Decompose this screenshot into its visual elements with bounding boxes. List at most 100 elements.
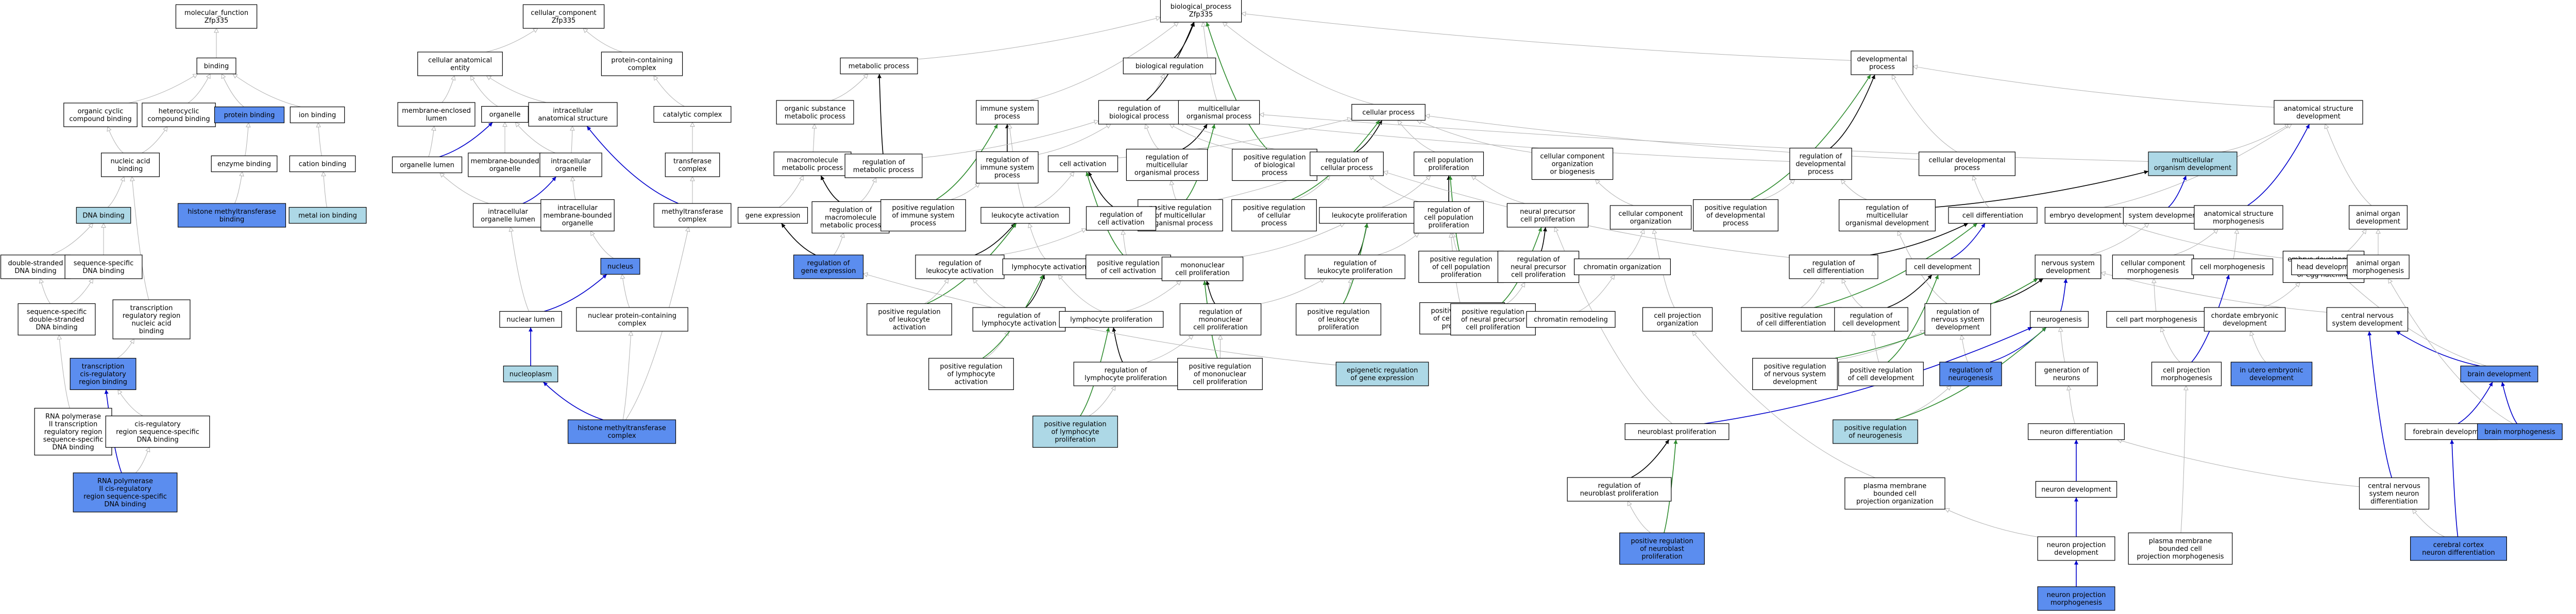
go-term-node-brain-morphogenesis[interactable]: brain morphogenesis xyxy=(2477,423,2563,440)
go-term-node-protein-binding[interactable]: protein binding xyxy=(214,106,285,124)
go-term-node-enzyme-binding[interactable]: enzyme binding xyxy=(211,155,278,173)
go-term-node-chromatin-remodeling[interactable]: chromatin remodeling xyxy=(1526,311,1616,328)
go-term-node-cell-morphogenesis[interactable]: cell morphogenesis xyxy=(2191,258,2274,276)
go-term-node-cell-part-morph[interactable]: cell part morphogenesis xyxy=(2106,311,2207,328)
go-term-node-lymphocyte-activation[interactable]: lymphocyte activation xyxy=(1002,258,1096,276)
go-term-node-cell-development[interactable]: cell development xyxy=(1906,258,1980,276)
go-term-node-leukocyte-activation[interactable]: leukocyte activation xyxy=(980,207,1070,224)
go-term-node-catalytic-complex[interactable]: catalytic complex xyxy=(653,106,732,123)
go-term-node-leukocyte-prolif[interactable]: leukocyte proliferation xyxy=(1319,207,1420,224)
go-term-node-lymphocyte-prolif[interactable]: lymphocyte proliferation xyxy=(1059,311,1164,328)
go-term-node-system-dev[interactable]: system development xyxy=(2123,207,2205,224)
go-term-node-cell-activation[interactable]: cell activation xyxy=(1047,155,1118,173)
go-term-node-cation-binding[interactable]: cation binding xyxy=(289,155,356,173)
go-term-node-brain-dev[interactable]: brain development xyxy=(2460,365,2538,383)
go-term-node-neuron-differentiation[interactable]: neuron differentiation xyxy=(2028,423,2125,440)
go-term-node-cellular-process[interactable]: cellular process xyxy=(1351,104,1426,121)
go-term-node-metabolic-process[interactable]: metabolic process xyxy=(840,57,918,75)
go-term-node-neuroblast-prolif[interactable]: neuroblast proliferation xyxy=(1624,423,1730,440)
go-term-node-neurogenesis[interactable]: neurogenesis xyxy=(2030,311,2089,328)
go-term-node-metal-ion[interactable]: metal ion binding xyxy=(289,207,367,224)
go-term-node-binding[interactable]: binding xyxy=(196,57,236,75)
go-term-node-nuclear-lumen[interactable]: nuclear lumen xyxy=(499,311,562,328)
go-term-node-neuron-development[interactable]: neuron development xyxy=(2035,481,2117,498)
go-term-node-cell-differentiation[interactable]: cell differentiation xyxy=(1948,207,2038,224)
go-term-node-biological-regulation[interactable]: biological regulation xyxy=(1123,57,1216,75)
go-term-node-nucleoplasm[interactable]: nucleoplasm xyxy=(503,365,558,383)
